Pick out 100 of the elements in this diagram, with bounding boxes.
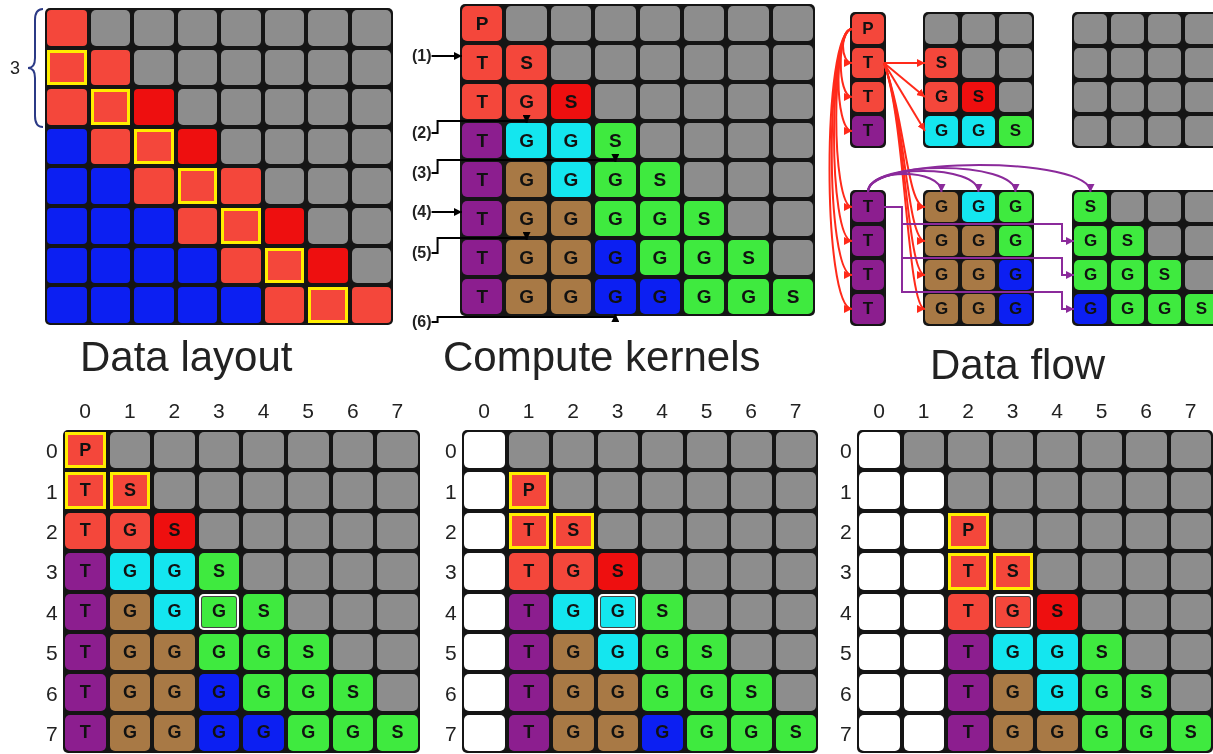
row-number: 0 <box>46 440 58 462</box>
letter-tile: G <box>1081 714 1122 752</box>
row-number: 2 <box>46 521 58 542</box>
letter-tile: T <box>852 116 884 146</box>
letter-tile: T <box>948 553 989 590</box>
column-number: 3 <box>611 400 624 421</box>
letter-tile: G <box>962 192 995 222</box>
letter-tile: G <box>1037 674 1078 711</box>
column-number: 1 <box>917 400 930 421</box>
data-tile <box>47 89 87 125</box>
data-tile <box>134 89 174 125</box>
letter-tile: G <box>1148 294 1181 324</box>
letter-tile: G <box>684 279 725 314</box>
letter-tile: G <box>925 260 958 290</box>
letter-tile: G <box>595 279 636 314</box>
letter-tile: T <box>852 82 884 112</box>
letter-tile: G <box>243 634 284 671</box>
letter-tile: G <box>962 226 995 256</box>
column-number: 4 <box>656 400 668 421</box>
data-tile <box>90 208 130 244</box>
data-tile <box>134 287 174 323</box>
letter-tile: S <box>1185 294 1213 324</box>
row-number: 0 <box>840 440 852 462</box>
step-number: (4) <box>412 203 432 221</box>
letter-tile: G <box>992 593 1033 630</box>
letter-tile: G <box>999 192 1032 222</box>
data-tile <box>90 128 130 165</box>
letter-tile: G <box>962 260 995 290</box>
row-number: 6 <box>46 682 58 704</box>
letter-tile: P <box>508 472 549 509</box>
letter-tile: T <box>852 226 884 256</box>
data-tile <box>351 287 391 323</box>
letter-tile: G <box>1074 260 1107 290</box>
column-number: 6 <box>346 400 359 421</box>
row-number: 3 <box>46 561 58 583</box>
row-number: 1 <box>46 480 58 502</box>
letter-tile: S <box>109 472 151 509</box>
letter-tile: T <box>852 260 884 290</box>
letter-tile: S <box>198 553 240 590</box>
letter-tile: S <box>925 48 958 78</box>
letter-tile: G <box>639 201 680 236</box>
data-tile <box>90 89 130 125</box>
arrow <box>828 28 853 310</box>
data-tile <box>177 168 217 204</box>
letter-tile: S <box>1170 714 1211 752</box>
data-tile <box>308 287 348 323</box>
row-number: 6 <box>445 682 457 704</box>
letter-tile: P <box>948 512 989 550</box>
letter-tile: G <box>288 714 329 752</box>
letter-tile: G <box>1126 714 1167 752</box>
letter-tile: T <box>948 634 989 671</box>
letter-tile: S <box>553 512 594 550</box>
arrow <box>867 167 1017 193</box>
letter-tile: S <box>775 714 816 752</box>
step-number: (2) <box>412 124 432 142</box>
column-number: 1 <box>522 400 535 421</box>
letter-tile: S <box>595 123 636 158</box>
letter-tile: S <box>1074 192 1107 222</box>
step-number: (3) <box>412 164 432 182</box>
letter-tile: P <box>852 14 884 44</box>
letter-tile: T <box>852 294 884 324</box>
letter-tile: G <box>595 162 636 197</box>
data-tile <box>47 128 87 165</box>
column-number: 4 <box>257 400 270 421</box>
letter-tile: G <box>925 226 958 256</box>
letter-tile: G <box>1111 260 1144 290</box>
letter-tile: S <box>506 45 547 80</box>
letter-tile: G <box>550 123 592 158</box>
leader-arrow <box>430 232 531 254</box>
data-tile <box>134 247 174 284</box>
panel-caption: Compute kernels <box>443 336 761 378</box>
panel-caption: Data flow <box>930 344 1106 386</box>
column-number: 7 <box>1184 400 1197 421</box>
column-number: 3 <box>1006 400 1019 421</box>
letter-tile: G <box>999 260 1032 290</box>
letter-tile: G <box>243 714 284 752</box>
letter-tile: G <box>731 714 772 752</box>
data-tile <box>134 208 174 244</box>
letter-tile: G <box>550 279 592 314</box>
letter-tile: G <box>198 674 240 711</box>
data-tile <box>47 168 87 204</box>
column-number: 0 <box>873 400 885 421</box>
letter-tile: G <box>642 714 683 752</box>
letter-tile: S <box>550 84 592 119</box>
letter-tile: T <box>462 84 503 119</box>
letter-tile: G <box>506 279 547 314</box>
letter-tile: G <box>506 201 547 236</box>
letter-tile: T <box>462 201 503 236</box>
letter-tile: T <box>65 674 106 711</box>
letter-tile: S <box>243 593 284 630</box>
letter-tile: G <box>639 240 680 275</box>
row-number: 1 <box>840 480 852 502</box>
letter-tile: G <box>597 674 638 711</box>
letter-tile: T <box>462 162 503 197</box>
letter-tile: G <box>154 634 195 671</box>
letter-tile: T <box>462 123 503 158</box>
letter-tile: S <box>332 674 374 711</box>
letter-tile: G <box>553 634 594 671</box>
letter-tile: T <box>852 192 884 222</box>
column-number: 6 <box>745 400 757 421</box>
